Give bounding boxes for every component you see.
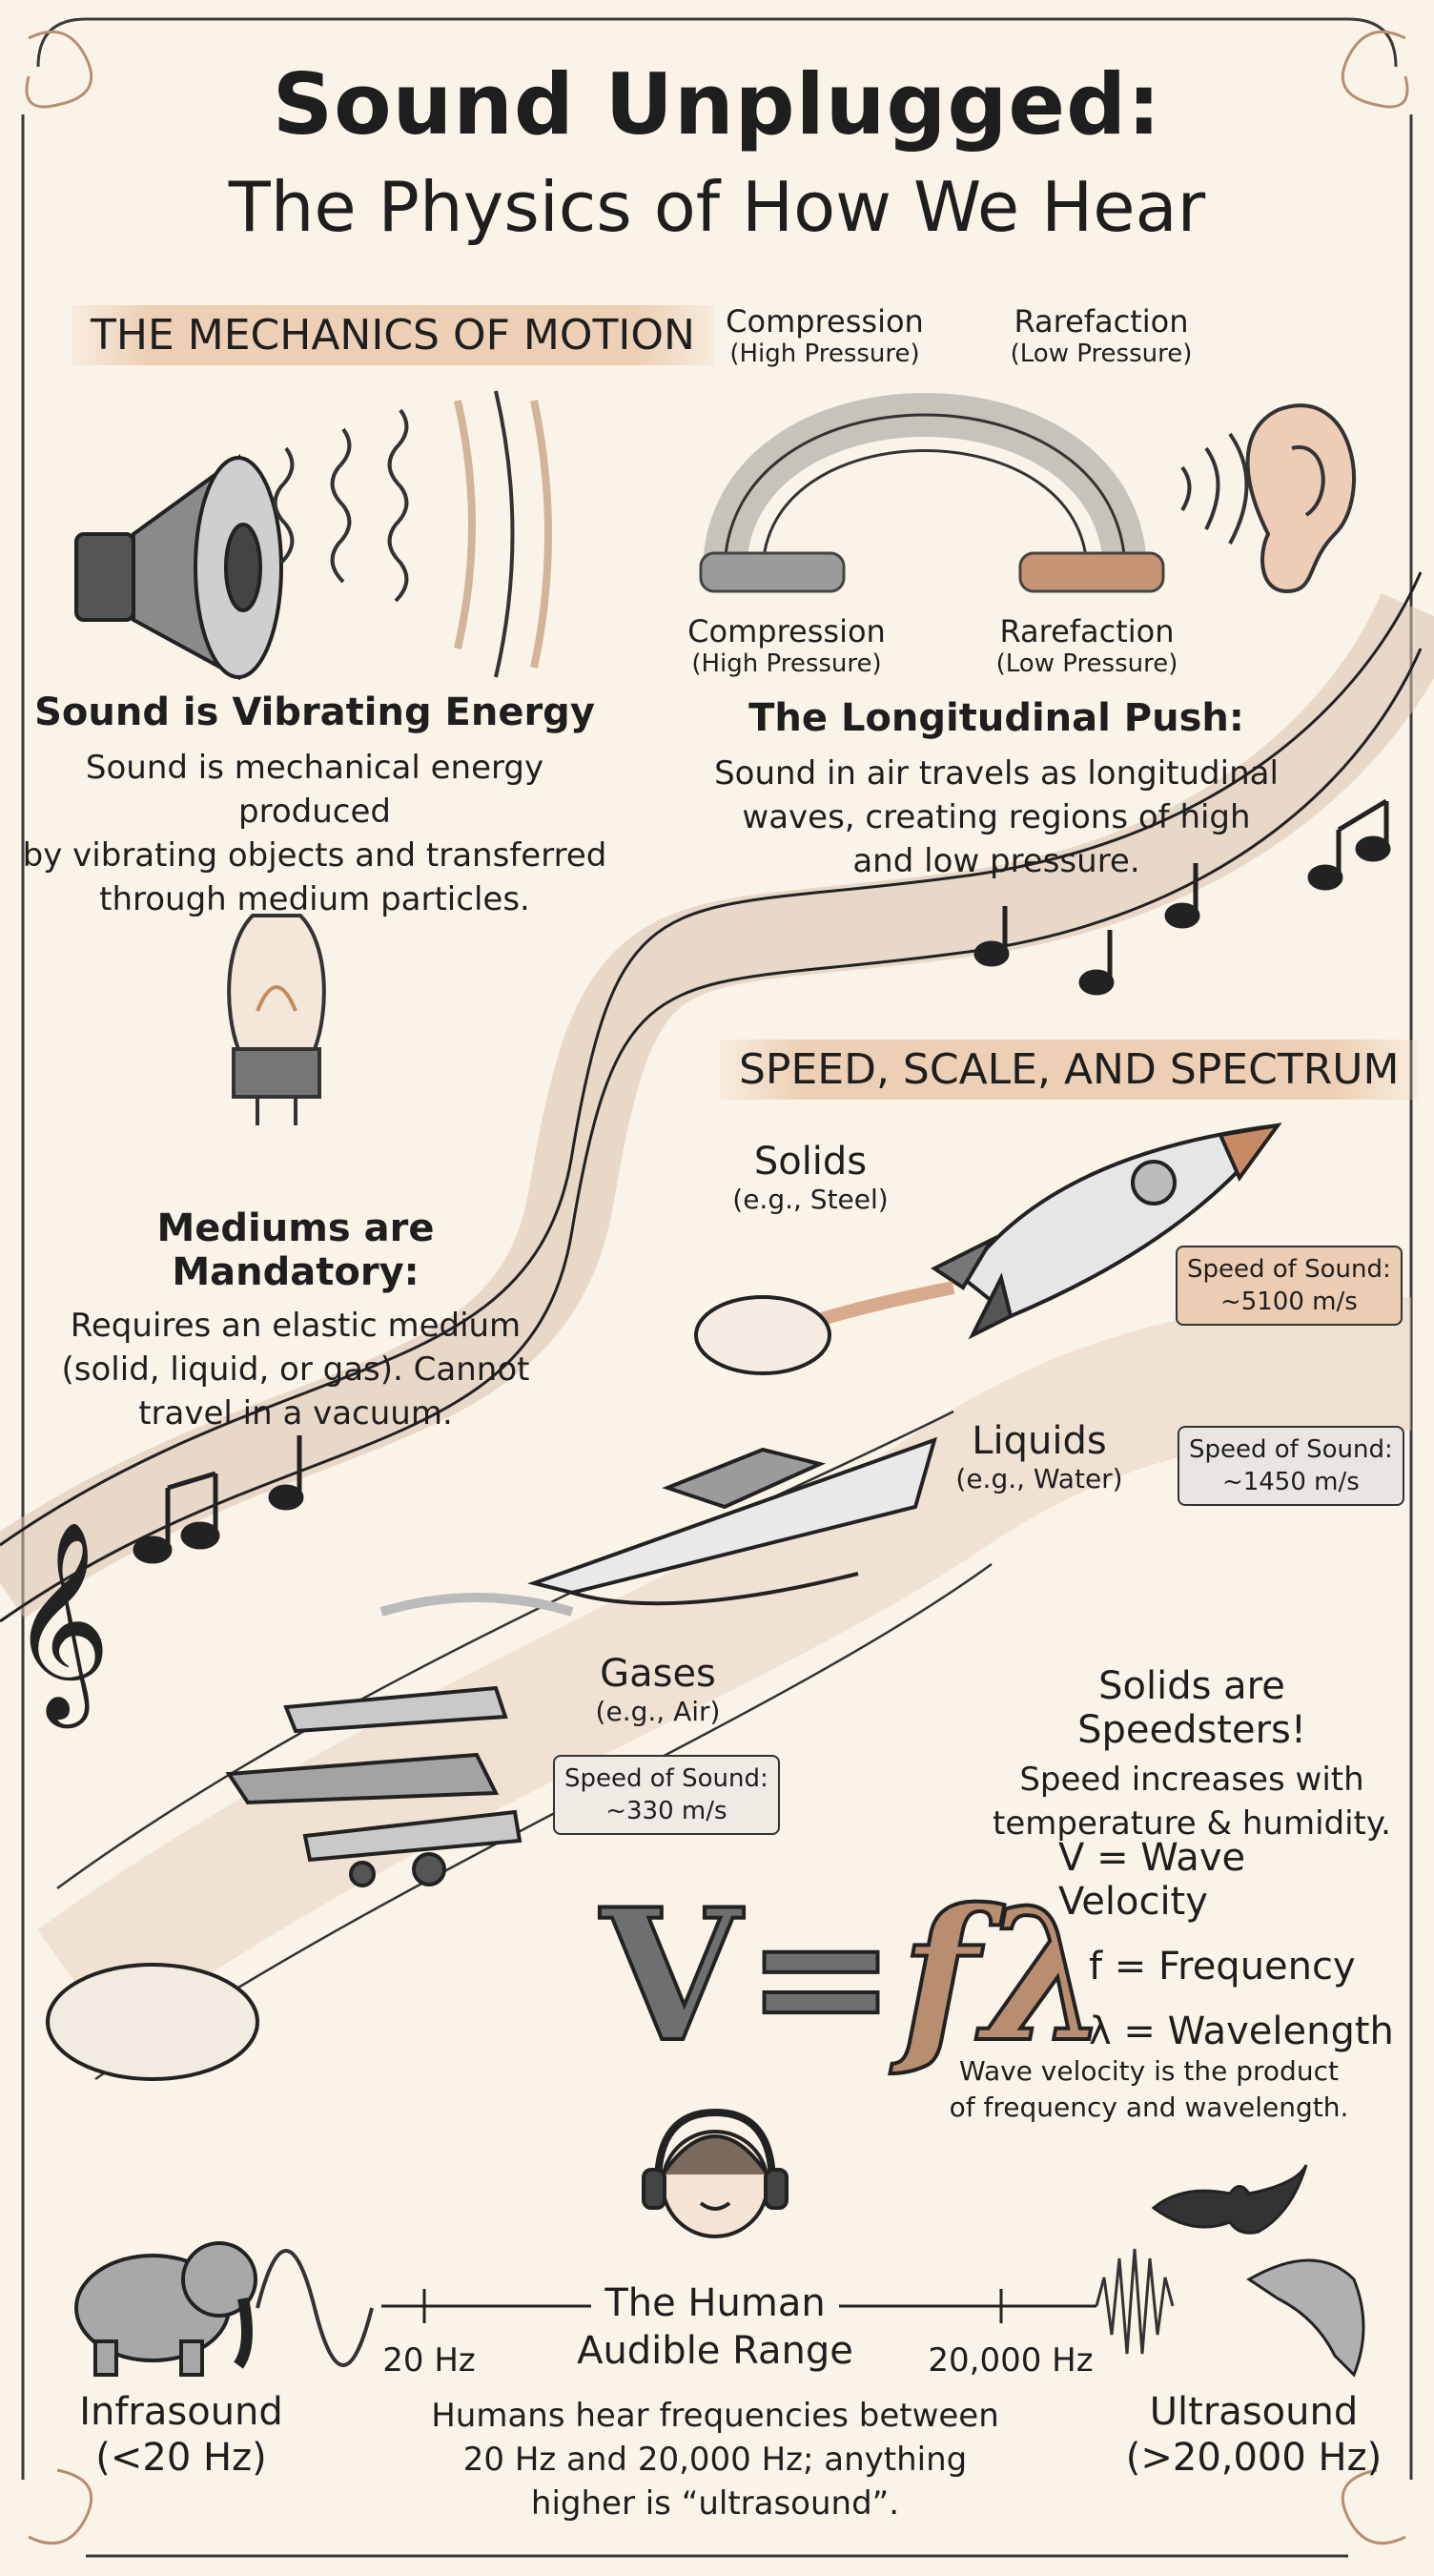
mediums-line-1: Requires an elastic medium [70, 1307, 522, 1345]
solids-badge-value: ~5100 m/s [1219, 1288, 1358, 1316]
liquids-example: (e.g., Water) [955, 1463, 1123, 1494]
audible-heading-line-2: Audible Range [577, 2329, 853, 2373]
ultrasound-range: (>20,000 Hz) [1125, 2436, 1383, 2480]
vibrating-block: Sound is Vibrating Energy Sound is mecha… [19, 690, 610, 921]
page-subtitle: The Physics of How We Hear [228, 167, 1206, 247]
lightbulb-icon [227, 914, 326, 1125]
longitudinal-line-1: Sound in air travels as longitudinal [714, 754, 1279, 793]
liquids-label: Liquids [972, 1419, 1107, 1463]
solids-badge-label: Speed of Sound: [1187, 1255, 1391, 1284]
gases-label-block: Gases (e.g., Air) [563, 1652, 753, 1727]
biplane-icon [46, 1685, 522, 2081]
liquids-badge-value: ~1450 m/s [1221, 1468, 1360, 1496]
slinky-icon [699, 393, 1165, 593]
solids-label: Solids [753, 1140, 868, 1184]
mediums-line-3: travel in a vacuum. [138, 1394, 453, 1432]
ultrasound-label: Ultrasound [1149, 2390, 1359, 2434]
vibrating-line-3: through medium particles. [99, 880, 530, 918]
formula-f-lambda: fλ [899, 1867, 1114, 2084]
headphones-person-icon [642, 2108, 789, 2238]
rocket-icon [694, 1123, 1282, 1375]
slinky-label-top-left: Compression(High Pressure) [726, 303, 924, 368]
vibrating-heading: Sound is Vibrating Energy [34, 690, 595, 734]
bat-icon [1151, 2164, 1308, 2235]
gases-label: Gases [600, 1652, 716, 1696]
page-title: Sound Unplugged: [272, 55, 1162, 154]
vibrating-line-1: Sound is mechanical energy produced [85, 749, 544, 831]
longitudinal-line-3: and low pressure. [852, 842, 1140, 880]
range-low-label: 20 Hz [382, 2341, 476, 2380]
slinky-label-top-right: Rarefaction(Low Pressure) [1010, 303, 1193, 368]
gases-badge-label: Speed of Sound: [564, 1764, 768, 1793]
formula-note-line-2: of frequency and wavelength. [949, 2092, 1349, 2123]
infrasound-label: Infrasound [79, 2390, 283, 2434]
section-mechanics: THE MECHANICS OF MOTION [72, 305, 714, 365]
longitudinal-heading: The Longitudinal Push: [748, 696, 1244, 740]
formula-legend: V = Wave Velocity f = Frequency λ = Wave… [1058, 1836, 1402, 2053]
speedsters-line-2: temperature & humidity. [993, 1804, 1391, 1843]
speedsters-line-1: Speed increases with [1019, 1761, 1364, 1799]
sound-waves-icon [273, 390, 552, 678]
treble-clef-icon: 𝄞 [10, 1520, 111, 1728]
range-high-label: 20,000 Hz [928, 2341, 1094, 2380]
ultrasound-wave [1095, 2248, 1175, 2355]
music-notes-icon [133, 798, 1391, 1564]
audible-range-heading: The Human Audible Range [563, 2279, 868, 2375]
vibrating-line-2: by vibrating objects and transferred [22, 836, 607, 875]
liquids-badge-label: Speed of Sound: [1189, 1435, 1393, 1464]
audible-range-line [381, 2289, 1096, 2323]
legend-frequency: f = Frequency [1089, 1945, 1356, 1989]
solids-label-block: Solids (e.g., Steel) [715, 1140, 906, 1215]
liquids-label-block: Liquids (e.g., Water) [944, 1419, 1135, 1494]
ear-icon [1180, 403, 1356, 594]
section-speed: SPEED, SCALE, AND SPECTRUM [720, 1040, 1419, 1100]
longitudinal-line-2: waves, creating regions of high [742, 798, 1251, 836]
solids-example: (e.g., Steel) [732, 1184, 889, 1215]
ultrasound-block: Ultrasound (>20,000 Hz) [1116, 2389, 1392, 2481]
infrasound-range: (<20 Hz) [95, 2436, 267, 2480]
infrasound-block: Infrasound (<20 Hz) [57, 2389, 305, 2481]
range-description: Humans hear frequencies between 20 Hz an… [410, 2394, 1020, 2525]
range-line-1: Humans hear frequencies between [431, 2397, 999, 2435]
wave-equation: V=fλ [599, 1867, 1114, 2084]
longitudinal-block: The Longitudinal Push: Sound in air trav… [701, 696, 1292, 883]
speedsters-heading: Solids are Speedsters! [1077, 1664, 1306, 1752]
legend-velocity: V = Wave Velocity [1058, 1836, 1246, 1924]
speedsters-block: Solids are Speedsters! Speed increases w… [982, 1664, 1402, 1845]
gases-example: (e.g., Air) [595, 1696, 721, 1727]
liquids-speed-badge: Speed of Sound: ~1450 m/s [1178, 1426, 1404, 1506]
wave-ribbon [0, 571, 1434, 2081]
formula-v: V= [599, 1867, 901, 2084]
gases-speed-badge: Speed of Sound: ~330 m/s [553, 1755, 780, 1835]
slinky-label-bottom-left: Compression(High Pressure) [687, 613, 886, 678]
gases-badge-value: ~330 m/s [605, 1797, 727, 1825]
speaker-icon [74, 454, 283, 681]
mediums-block: Mediums are Mandatory: Requires an elast… [38, 1206, 553, 1435]
mediums-heading: Mediums are Mandatory: [156, 1206, 435, 1294]
dolphin-icon [1246, 2258, 1365, 2378]
formula-note-line-1: Wave velocity is the product [959, 2055, 1339, 2087]
formula-note: Wave velocity is the product of frequenc… [944, 2053, 1354, 2126]
range-line-2: 20 Hz and 20,000 Hz; anything [462, 2441, 968, 2479]
slinky-label-bottom-right: Rarefaction(Low Pressure) [995, 613, 1178, 678]
speedboat-icon [379, 1436, 937, 1617]
audible-heading-line-1: The Human [604, 2281, 826, 2325]
legend-wavelength: λ = Wavelength [1089, 2009, 1394, 2053]
range-line-3: higher is “ultrasound”. [530, 2484, 900, 2523]
solids-speed-badge: Speed of Sound: ~5100 m/s [1176, 1246, 1403, 1326]
infrasound-wave [256, 2249, 374, 2367]
mediums-line-2: (solid, liquid, or gas). Cannot [61, 1350, 530, 1389]
elephant-icon [74, 2241, 257, 2377]
